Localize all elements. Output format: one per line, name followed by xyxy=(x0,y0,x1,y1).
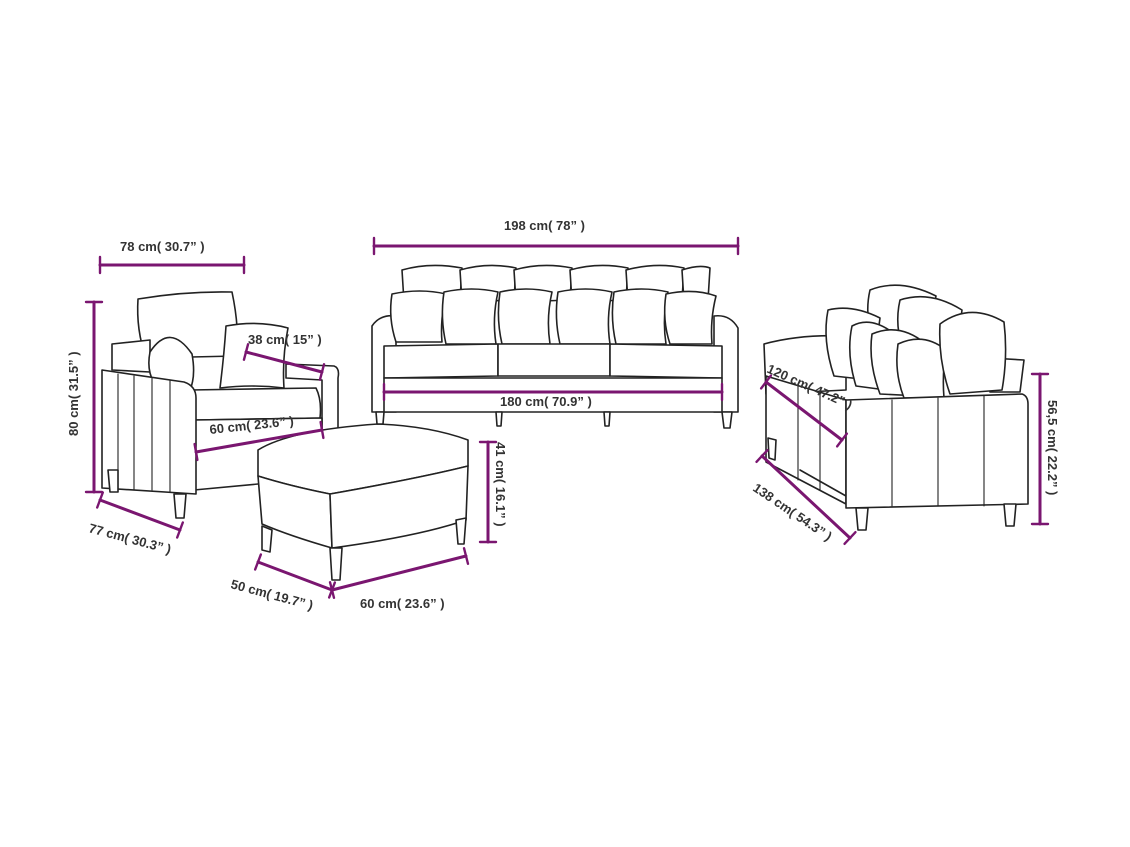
armchair-width-dimension-line xyxy=(98,255,246,275)
footstool-height-label: 41 cm( 16.1” ) xyxy=(493,442,508,527)
armchair-depth-dimension-line xyxy=(95,491,185,539)
three-seater-seat-width-label: 180 cm( 70.9” ) xyxy=(500,394,592,409)
two-seater-width-dimension-line xyxy=(755,448,857,546)
footstool-width-label: 60 cm( 23.6” ) xyxy=(360,596,445,611)
two-seater-seat-width-dimension-line xyxy=(759,374,849,448)
armchair-depth-label: 77 cm( 30.3” ) xyxy=(87,520,173,556)
footstool-width-dimension-line xyxy=(328,547,470,599)
three-seater-sofa-drawing xyxy=(371,264,739,429)
armchair-height-label: 80 cm( 31.5” ) xyxy=(66,351,81,436)
armchair-seat-width-dimension-line xyxy=(193,420,325,462)
footstool-depth-label: 50 cm( 19.7” ) xyxy=(229,576,315,612)
three-seater-width-dimension-line xyxy=(372,236,740,256)
armchair-seat-depth-dimension-line xyxy=(242,343,326,381)
dimension-lines xyxy=(84,236,1050,599)
footstool-height-dimension-line xyxy=(478,440,498,544)
armchair-height-dimension-line xyxy=(84,300,104,494)
two-seater-height-dimension-line xyxy=(1030,372,1050,526)
three-seater-seat-width-dimension-line xyxy=(382,382,724,402)
two-seater-height-label: 56,5 cm( 22.2” ) xyxy=(1045,400,1060,495)
footstool-drawing xyxy=(257,423,469,581)
three-seater-width-label: 198 cm( 78” ) xyxy=(504,218,585,233)
armchair-seat-depth-label: 38 cm( 15” ) xyxy=(248,332,322,347)
two-seater-sofa-drawing xyxy=(763,284,1029,531)
armchair-width-label: 78 cm( 30.7” ) xyxy=(120,239,205,254)
